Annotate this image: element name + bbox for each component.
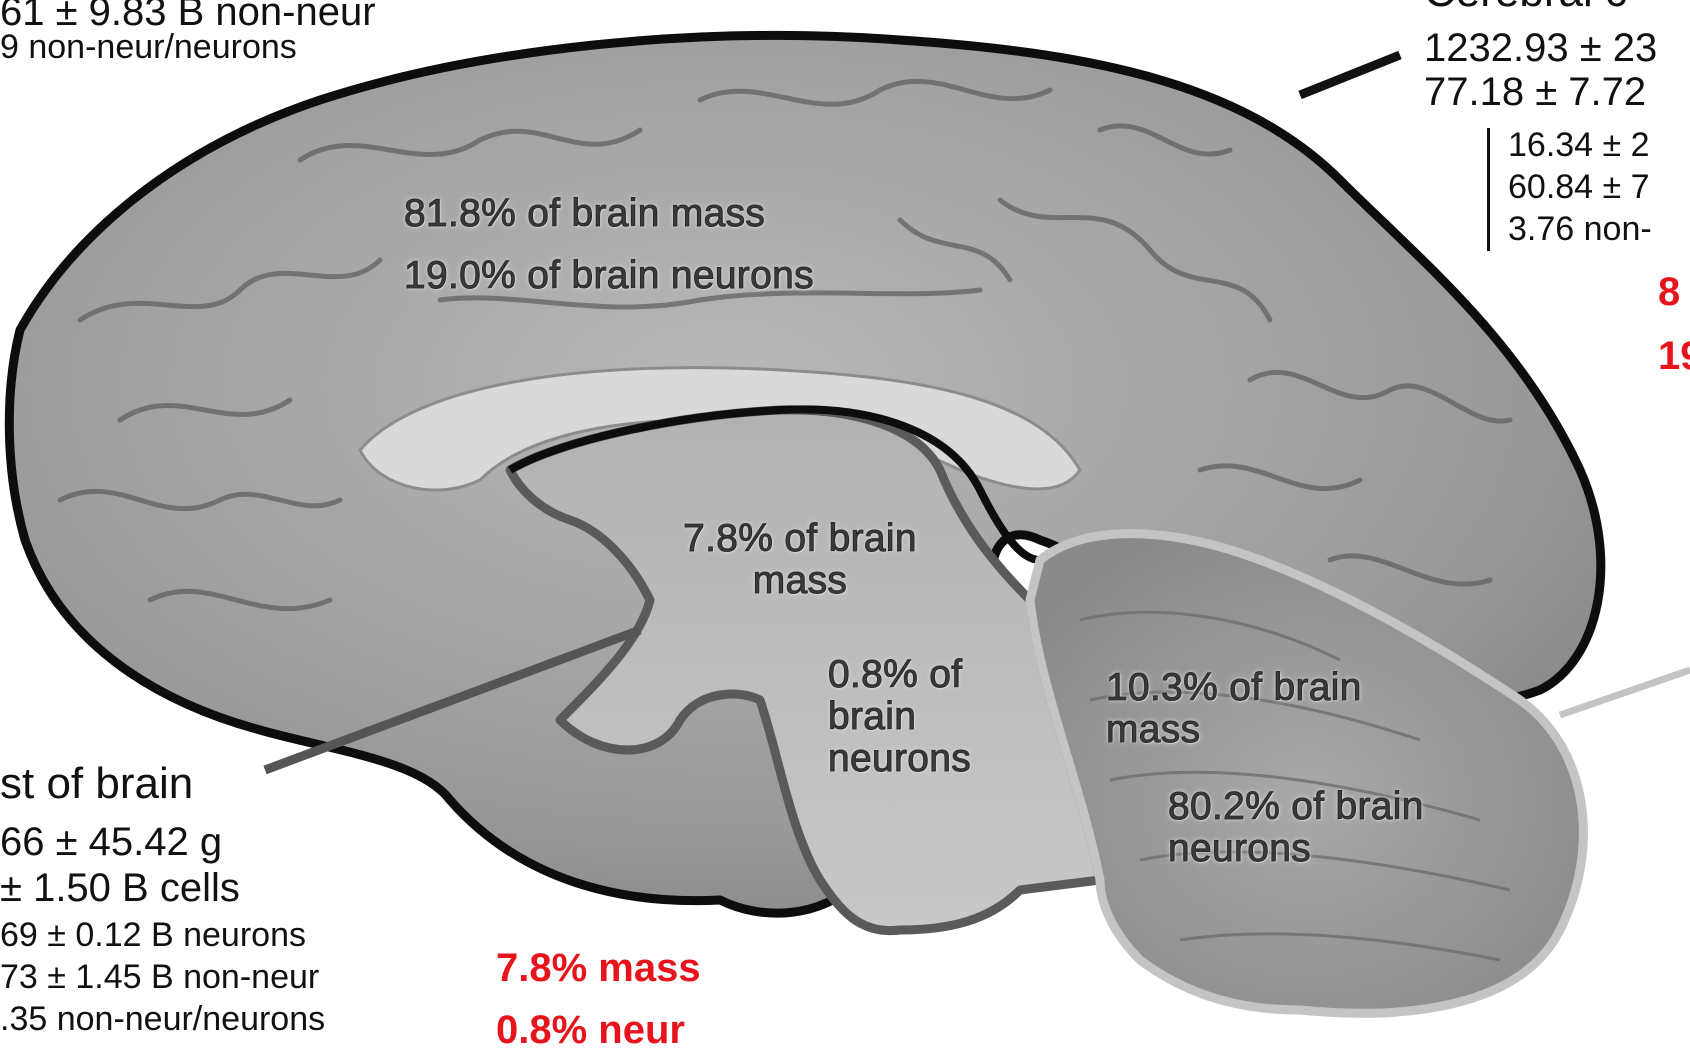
cerebellum-mass-region-label: 10.3% of brain mass [1106,667,1362,751]
cerebral-cortex-title: Cerebral c [1424,0,1627,14]
red-mass-label: 7.8% mass [496,948,701,988]
cereb-neur-line1: 80.2% of brain [1168,786,1424,828]
cortex-line2: 77.18 ± 7.72 [1424,72,1646,112]
cerebellum-leader-line [1560,670,1690,715]
rest-ratio-value: .35 non-neur/neurons [0,1002,325,1036]
cortex-mass-label: 81.8% of brain mass [404,193,765,235]
rest-of-brain-title: st of brain [0,762,193,806]
cerebrum-leader-line [1300,55,1400,95]
rest-nonneur-value: 73 ± 1.45 B non-neur [0,960,319,994]
cortex-red1: 8 [1658,272,1680,312]
cortex-sub1: 16.34 ± 2 [1508,128,1650,162]
cereb-mass-line2: mass [1106,709,1362,751]
rest-neurons-region-label: 0.8% of brain neurons [828,654,971,780]
rest-mass-line2: mass [650,560,950,602]
rest-neurons-value: 69 ± 0.12 B neurons [0,918,306,952]
cortex-sub3: 3.76 non- [1508,212,1652,246]
rest-neur-line3: neurons [828,738,971,780]
rest-neur-line2: brain [828,696,971,738]
red-neur-label: 0.8% neur [496,1010,685,1050]
rest-mass-region-label: 7.8% of brain mass [650,518,950,602]
cerebellum-neurons-region-label: 80.2% of brain neurons [1168,786,1424,870]
rest-cells-value: ± 1.50 B cells [0,868,240,908]
cortex-bracket [1487,128,1490,251]
left-top-line2: 9 non-neur/neurons [0,30,297,64]
rest-mass-line1: 7.8% of brain [650,518,950,560]
cortex-line1: 1232.93 ± 23 [1424,28,1657,68]
cortex-red2: 19 [1658,336,1690,376]
rest-mass-value: 66 ± 45.42 g [0,822,222,862]
rest-neur-line1: 0.8% of [828,654,971,696]
cortex-sub2: 60.84 ± 7 [1508,170,1650,204]
cereb-neur-line2: neurons [1168,828,1424,870]
cereb-mass-line1: 10.3% of brain [1106,667,1362,709]
cortex-neurons-label: 19.0% of brain neurons [404,255,814,297]
